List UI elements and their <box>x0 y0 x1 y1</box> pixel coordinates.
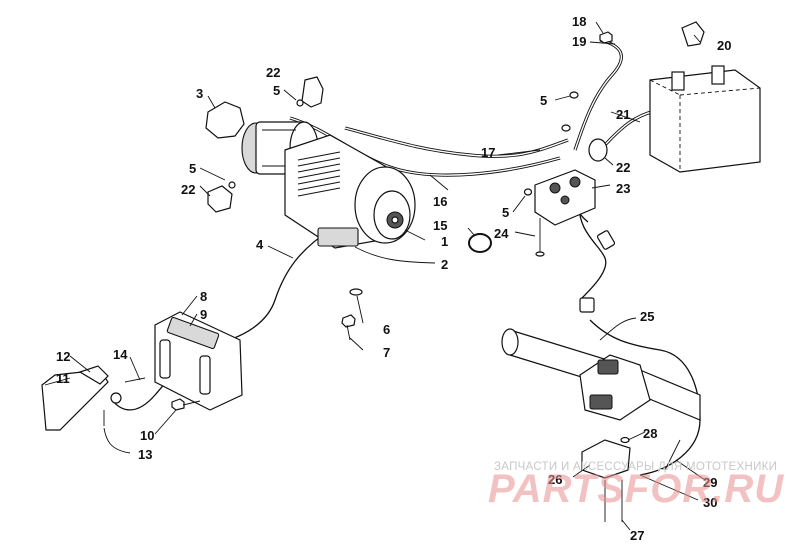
callout-26: 26 <box>548 472 562 487</box>
callout-16: 16 <box>433 194 447 209</box>
terminal-boot-22-right <box>588 138 608 162</box>
leader-lines <box>44 21 706 531</box>
callout-22b: 22 <box>181 182 195 197</box>
callout-20: 20 <box>717 38 731 53</box>
bolt-part-24 <box>535 218 545 257</box>
drum-cable-wraps <box>297 151 341 197</box>
switch-bracket-26 <box>581 436 631 479</box>
washer-part-6 <box>349 288 363 296</box>
callout-4: 4 <box>256 237 264 252</box>
clamp-part-15 <box>468 233 492 253</box>
watermark-caption: ЗАПЧАСТИ И АКСЕССУАРЫ ДЛЯ МОТОТЕХНИКИ <box>494 461 777 473</box>
bolt-part-7 <box>341 314 356 341</box>
callout-27: 27 <box>630 528 644 543</box>
callout-29: 29 <box>703 475 717 490</box>
gearbox-housing <box>354 166 416 244</box>
callout-25: 25 <box>640 309 654 324</box>
callout-23: 23 <box>616 181 630 196</box>
callout-28: 28 <box>643 426 657 441</box>
screw-part-29 <box>664 439 681 471</box>
callout-5b: 5 <box>189 161 196 176</box>
callout-14: 14 <box>113 347 128 362</box>
callout-5a: 5 <box>273 83 280 98</box>
terminal-boot-20 <box>681 21 705 47</box>
bolt-part-10 <box>171 398 201 411</box>
callout-5d: 5 <box>502 205 509 220</box>
battery <box>649 65 761 173</box>
callout-13: 13 <box>138 447 152 462</box>
callout-11: 11 <box>56 371 70 386</box>
callout-21: 21 <box>616 107 630 122</box>
screws-part-27 <box>604 480 623 522</box>
watermark-brand: PARTSFOR.RU <box>488 467 784 511</box>
callout-22c: 22 <box>616 160 630 175</box>
callout-17: 17 <box>481 145 495 160</box>
callout-8: 8 <box>200 289 207 304</box>
callout-24: 24 <box>494 226 509 241</box>
bolt-part-18 <box>599 31 613 44</box>
callout-22a: 22 <box>266 65 280 80</box>
callout-3: 3 <box>196 86 203 101</box>
remote-handle <box>41 365 122 431</box>
callout-10: 10 <box>140 428 154 443</box>
callout-19: 19 <box>572 34 586 49</box>
mount-bracket <box>154 311 243 411</box>
nut-set-5-right <box>523 91 579 196</box>
callout-7: 7 <box>383 345 390 360</box>
callout-2: 2 <box>441 257 448 272</box>
solenoid <box>534 169 596 226</box>
screw-part-14 <box>124 377 146 383</box>
watermark: ЗАПЧАСТИ И АКСЕССУАРЫ ДЛЯ МОТОТЕХНИКИ PA… <box>488 461 784 511</box>
handlebar-switch-housing <box>579 354 651 421</box>
terminal-boot-top <box>296 76 324 108</box>
terminal-boot-left <box>207 181 236 213</box>
callout-1: 1 <box>441 234 448 249</box>
callout-5c: 5 <box>540 93 547 108</box>
callout-12: 12 <box>56 349 70 364</box>
callout-30: 30 <box>703 495 717 510</box>
callout-labels: 1 2 3 4 5 5 5 5 6 7 8 9 10 11 12 13 14 1… <box>56 14 731 543</box>
callout-6: 6 <box>383 322 390 337</box>
callout-18: 18 <box>572 14 586 29</box>
harness-connector-lower <box>579 297 595 313</box>
callout-15: 15 <box>433 218 447 233</box>
gasket-part-3 <box>205 101 245 139</box>
harness-connector-upper <box>596 230 616 250</box>
callout-9: 9 <box>200 307 207 322</box>
